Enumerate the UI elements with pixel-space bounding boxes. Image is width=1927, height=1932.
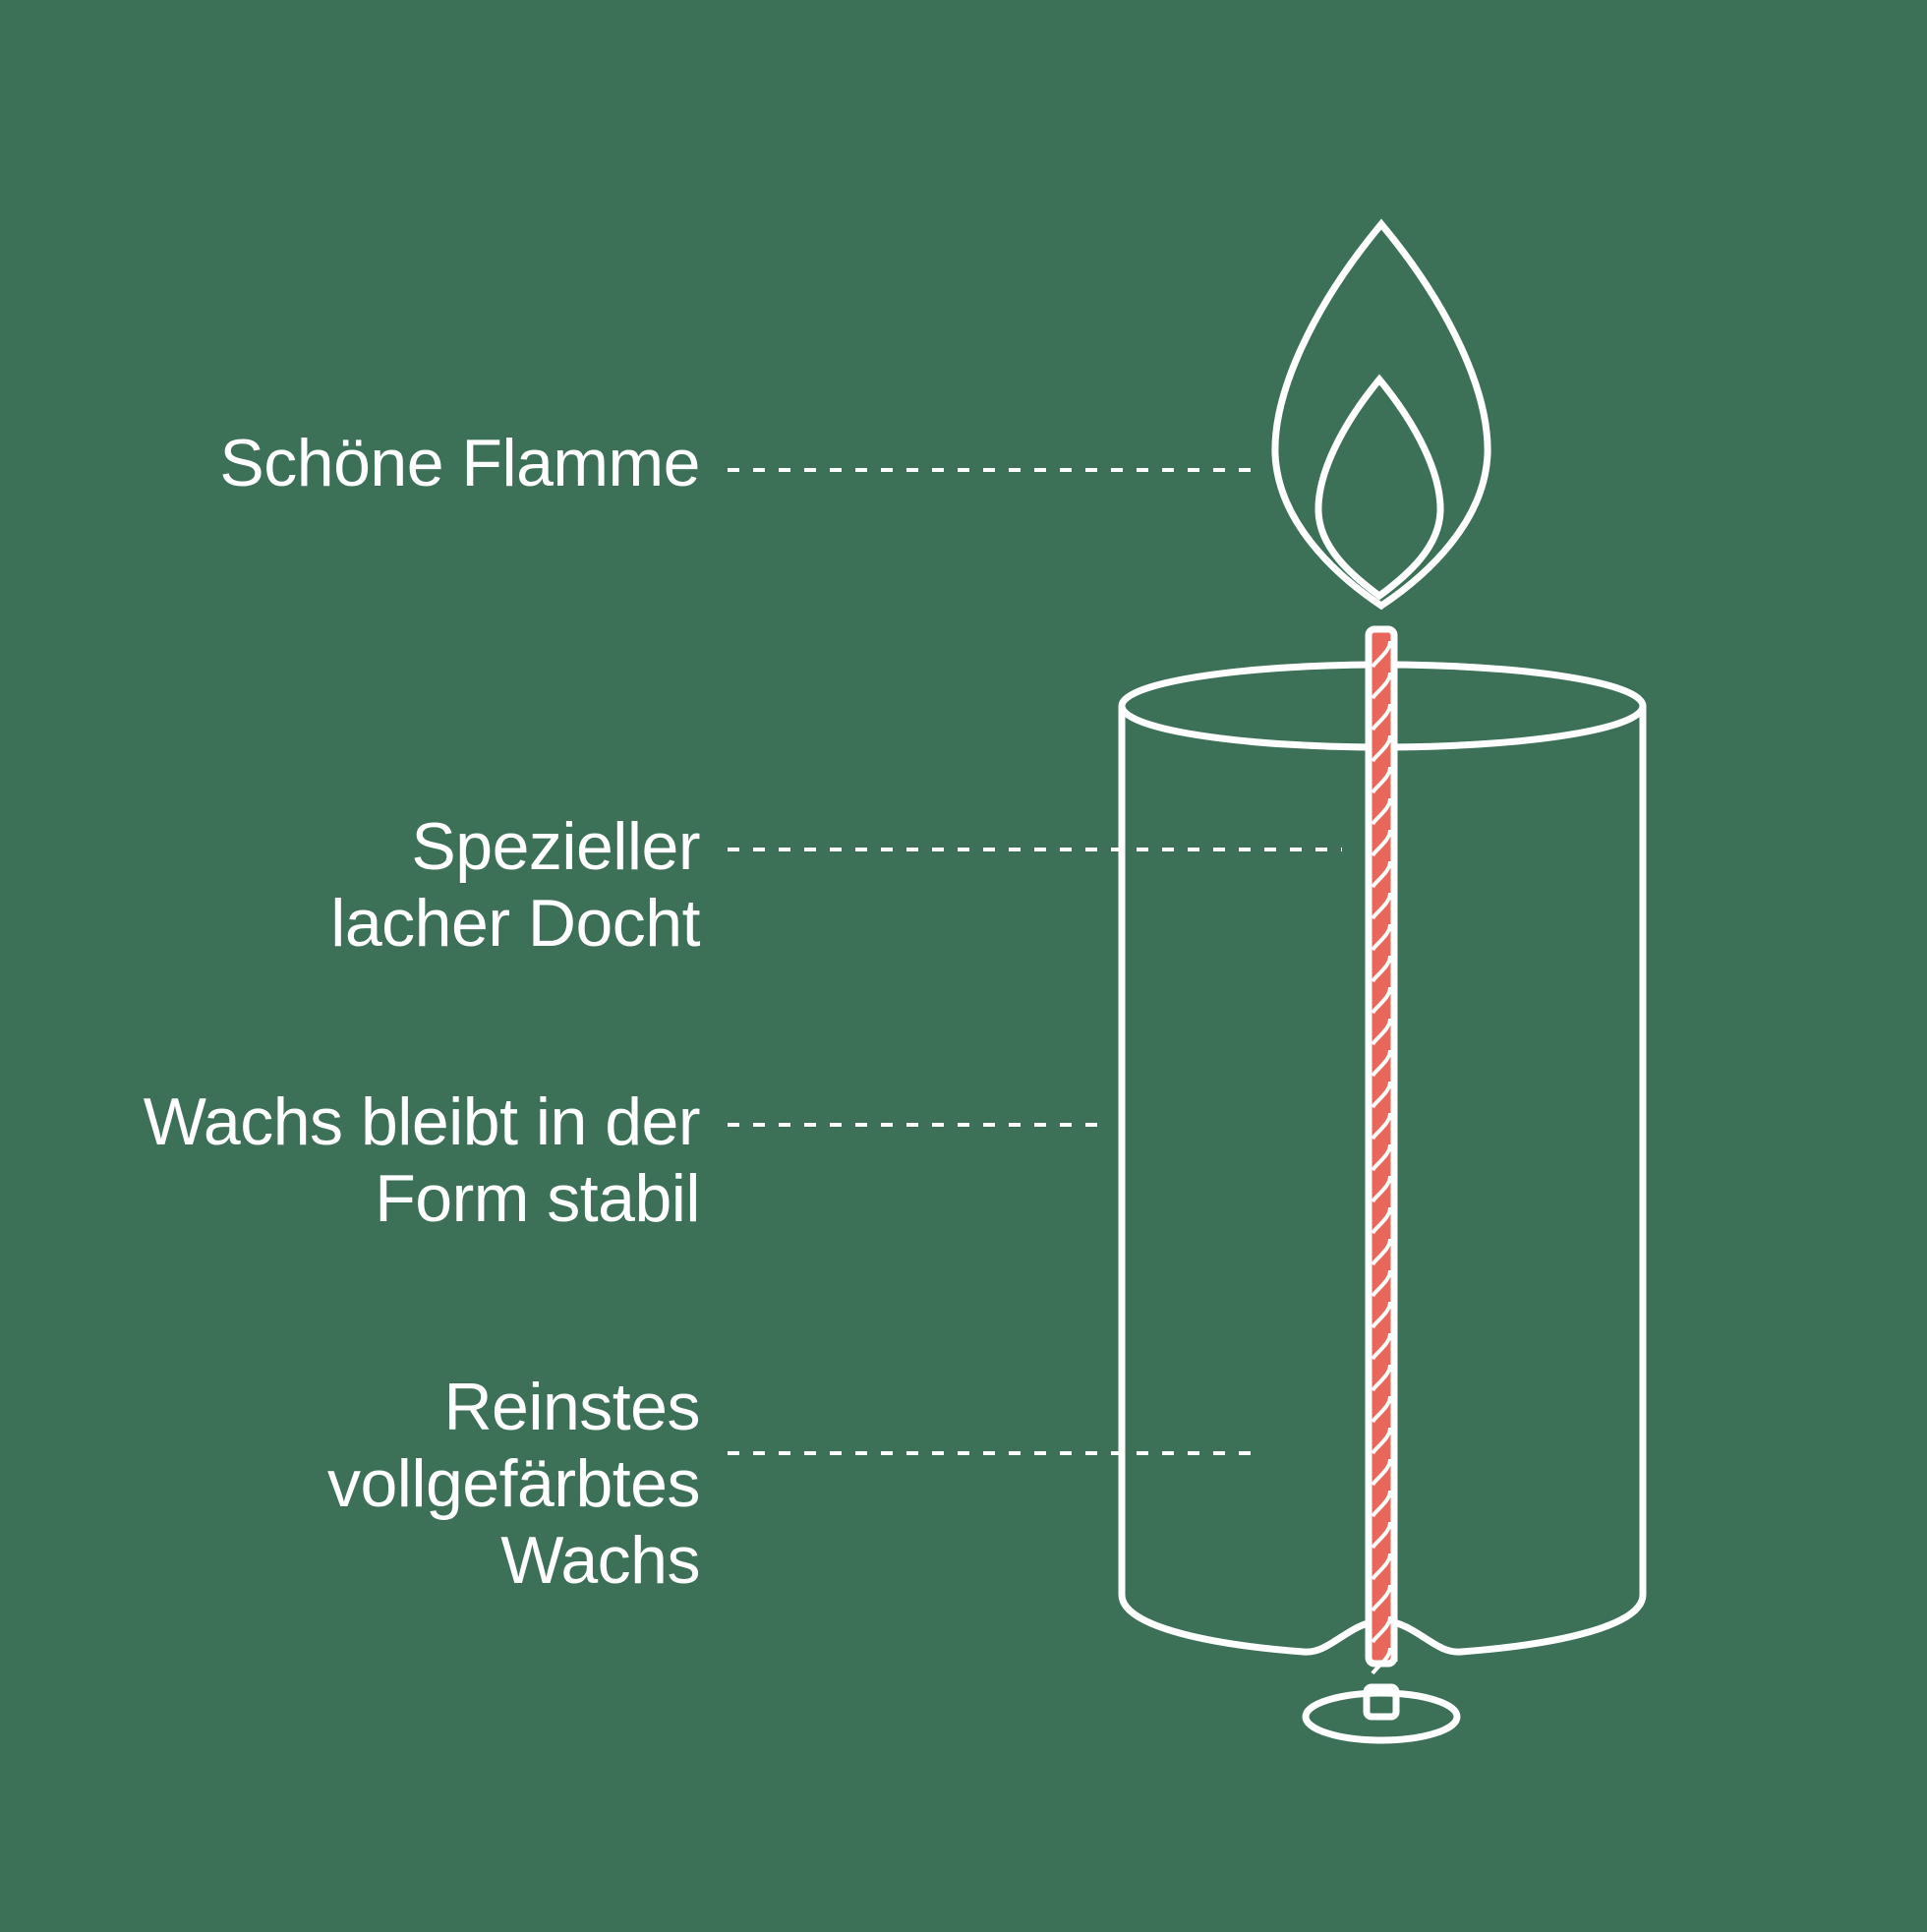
- wick-twist-stroke: [1371, 1112, 1392, 1141]
- wick-twist-stroke: [1371, 1364, 1392, 1392]
- wick-twist-stroke: [1371, 1427, 1392, 1455]
- wick-twist-stroke: [1371, 1521, 1392, 1550]
- wick-twist-stroke: [1371, 1332, 1392, 1361]
- flame-inner-icon: [1314, 374, 1444, 601]
- label-wax-stable-line-1: Wachs bleibt in der: [143, 1084, 701, 1159]
- wick-twist-stroke: [1371, 672, 1392, 700]
- wick-twist-stroke: [1371, 923, 1392, 952]
- label-wick-line-1: Spezieller: [411, 809, 700, 884]
- wick-twist-stroke: [1371, 797, 1392, 826]
- wick-twist-stroke: [1371, 1584, 1392, 1612]
- wick-twist-stroke: [1371, 1175, 1392, 1203]
- wick-twist-stroke: [1371, 734, 1392, 763]
- wick-twist-stroke: [1371, 1018, 1392, 1046]
- label-wax-stable: Wachs bleibt in der Form stabil: [143, 1083, 701, 1237]
- wick-twist-stroke: [1371, 1143, 1392, 1172]
- wick-twist-stroke: [1371, 640, 1392, 669]
- wick-base-disc-icon: [1302, 1689, 1461, 1744]
- wick-twist-stroke: [1371, 1395, 1392, 1424]
- wick-twist-stroke: [1371, 1049, 1392, 1078]
- wick-twist-stroke: [1371, 1552, 1392, 1581]
- wick-twist-stroke: [1371, 955, 1392, 983]
- wick-twist-stroke: [1371, 1458, 1392, 1487]
- wick-twist-stroke: [1371, 1238, 1392, 1266]
- candle-bottom-edge: [1118, 1594, 1374, 1662]
- label-wax-pure-line-1: Reinstes: [443, 1370, 700, 1444]
- wick-twist-stroke: [1371, 829, 1392, 857]
- candle-bottom-edge-right: [1390, 1594, 1647, 1662]
- wick-twist-stroke: [1371, 1269, 1392, 1298]
- wick-base-clip-icon: [1363, 1683, 1400, 1721]
- wick-twist-stroke: [1371, 766, 1392, 794]
- flame-outer-icon: [1271, 218, 1491, 611]
- label-flame-line-1: Schöne Flamme: [219, 426, 700, 500]
- label-wax-pure-line-3: Wachs: [500, 1523, 700, 1598]
- wick-twist-stroke: [1371, 1490, 1392, 1518]
- wick-twist-stroke: [1371, 986, 1392, 1015]
- wick-twist-stroke: [1371, 1647, 1392, 1675]
- label-wick: Spezieller lacher Docht: [330, 808, 700, 962]
- label-wax-pure-line-2: vollgefärbtes: [326, 1446, 701, 1521]
- wick-twist-stroke: [1371, 1206, 1392, 1235]
- label-wax-stable-line-2: Form stabil: [375, 1161, 700, 1236]
- wick-twist-stroke: [1371, 1081, 1392, 1109]
- label-flame: Schöne Flamme: [219, 425, 700, 501]
- wick-twist-stroke: [1371, 1615, 1392, 1644]
- wick-twist-stroke: [1371, 860, 1392, 889]
- wick-twist-stroke: [1371, 703, 1392, 732]
- label-wax-pure: Reinstes vollgefärbtes Wachs: [326, 1369, 701, 1599]
- label-wick-line-2: lacher Docht: [330, 886, 700, 961]
- wick-twist-stroke: [1371, 1301, 1392, 1329]
- wick-twist-stroke: [1371, 892, 1392, 920]
